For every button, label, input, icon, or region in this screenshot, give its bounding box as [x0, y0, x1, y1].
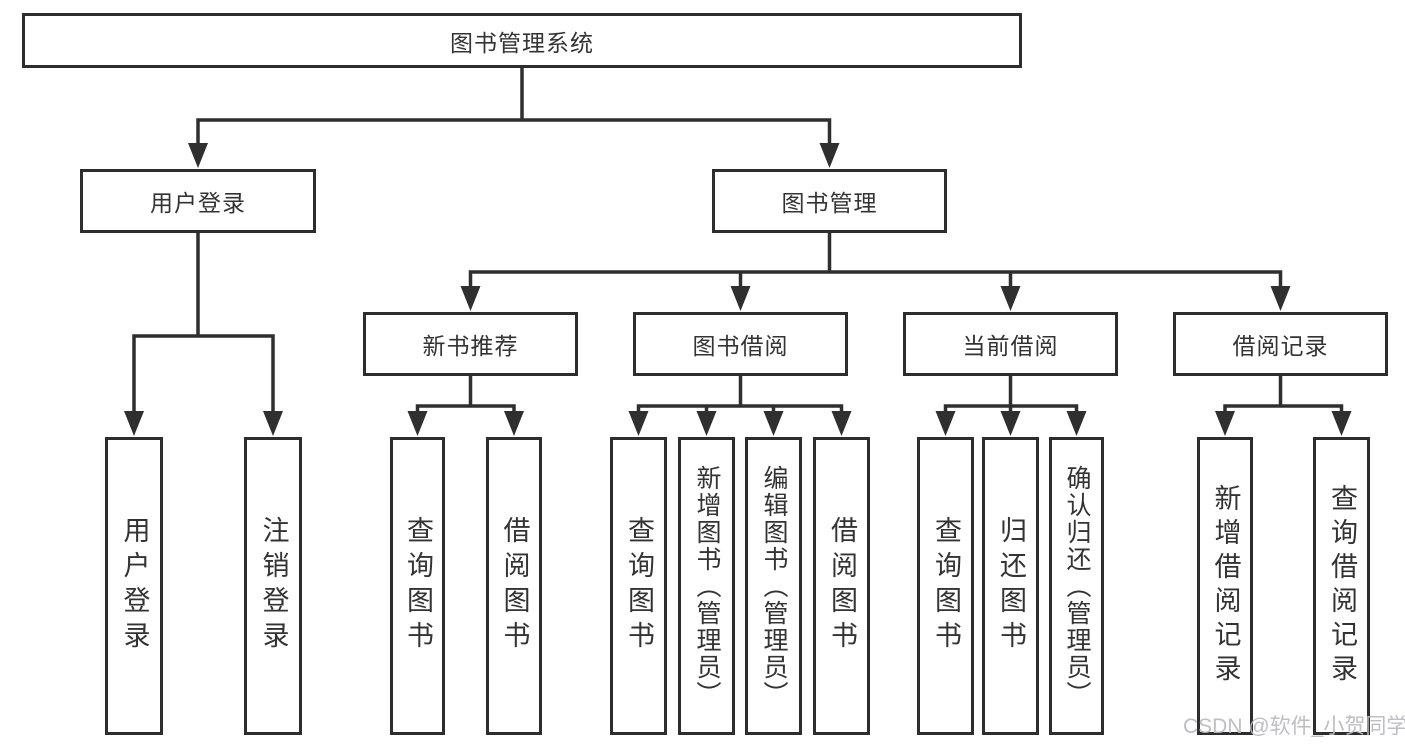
leaf-user-login: 用户登录: [105, 437, 163, 735]
node-new-book-recommend: 新书推荐: [363, 312, 578, 376]
arrowhead: [407, 411, 428, 436]
arrowhead: [696, 411, 717, 436]
arrowhead: [935, 411, 956, 436]
leaf-query-books-current-label: 查询图书: [931, 516, 961, 656]
node-borrow-records: 借阅记录: [1173, 312, 1388, 376]
leaf-add-book-admin-label: 新增图书（管理员）: [693, 464, 721, 708]
node-new-book-recommend-label: 新书推荐: [422, 333, 519, 359]
arrowhead: [1215, 411, 1235, 436]
leaf-borrow-books-newbook-label: 借阅图书: [499, 516, 530, 656]
leaf-edit-book-admin: 编辑图书（管理员）: [745, 437, 802, 735]
leaf-confirm-return-admin: 确认归还（管理员）: [1049, 437, 1104, 735]
leaf-return-book-label: 归还图书: [996, 516, 1026, 656]
arrowhead: [263, 411, 283, 436]
leaf-query-books-borrow-label: 查询图书: [624, 516, 654, 656]
connector-currentborrow-to-leaves: [943, 376, 1079, 412]
node-root: 图书管理系统: [22, 13, 1022, 68]
arrowhead: [831, 411, 852, 436]
watermark: CSDN @软件_小贺同学: [1183, 715, 1405, 738]
leaf-query-books-newbook: 查询图书: [390, 437, 445, 735]
connector-root-to-level2: [196, 68, 832, 144]
leaf-return-book: 归还图书: [982, 437, 1039, 735]
connector-bookmgmt-to-level3: [468, 233, 1283, 288]
leaf-edit-book-admin-label: 编辑图书（管理员）: [760, 464, 788, 708]
leaf-borrow-books-borrow: 借阅图书: [813, 437, 870, 735]
node-book-borrow: 图书借阅: [633, 312, 848, 376]
leaf-borrow-books-newbook: 借阅图书: [486, 437, 542, 735]
leaf-logout: 注销登录: [244, 437, 302, 735]
arrowheads: [124, 143, 1352, 436]
leaf-query-borrow-record-label: 查询借阅记录: [1327, 484, 1357, 688]
arrowhead: [1066, 411, 1087, 436]
node-book-management: 图书管理: [712, 169, 947, 233]
arrowhead: [1000, 286, 1021, 311]
leaf-user-login-label: 用户登录: [119, 516, 150, 656]
arrowhead: [504, 411, 524, 436]
arrowhead: [763, 411, 784, 436]
arrowhead: [1270, 286, 1291, 311]
connector-userlogin-to-leaves: [132, 233, 275, 412]
connector-borrowrecords-to-leaves: [1223, 376, 1344, 412]
node-book-management-label: 图书管理: [781, 190, 878, 216]
leaf-logout-label: 注销登录: [258, 516, 289, 656]
leaf-borrow-books-borrow-label: 借阅图书: [827, 516, 857, 656]
leaf-query-books-current: 查询图书: [917, 437, 974, 735]
node-borrow-records-label: 借阅记录: [1232, 333, 1329, 359]
connector-newbook-to-leaves: [415, 376, 516, 412]
node-user-login-label: 用户登录: [150, 190, 246, 216]
node-book-borrow-label: 图书借阅: [692, 333, 789, 359]
leaf-add-borrow-record: 新增借阅记录: [1197, 437, 1253, 735]
connector-bookborrow-to-leaves: [636, 376, 844, 412]
arrowhead: [188, 143, 208, 168]
arrowhead: [460, 286, 481, 311]
leaf-add-book-admin: 新增图书（管理员）: [678, 437, 735, 735]
leaf-query-books-newbook-label: 查询图书: [403, 516, 433, 656]
arrowhead: [628, 411, 649, 436]
leaf-confirm-return-admin-label: 确认归还（管理员）: [1063, 464, 1091, 708]
node-root-label: 图书管理系统: [450, 29, 594, 56]
leaf-add-borrow-record-label: 新增借阅记录: [1210, 484, 1241, 688]
node-current-borrow: 当前借阅: [903, 312, 1118, 376]
arrowhead: [730, 286, 751, 311]
arrowhead: [819, 143, 840, 168]
arrowhead: [1331, 411, 1352, 436]
node-user-login: 用户登录: [80, 169, 316, 233]
leaf-query-borrow-record: 查询借阅记录: [1313, 437, 1370, 735]
node-current-borrow-label: 当前借阅: [962, 333, 1059, 359]
arrowhead: [124, 411, 144, 436]
arrowhead: [1000, 411, 1021, 436]
leaf-query-books-borrow: 查询图书: [610, 437, 667, 735]
